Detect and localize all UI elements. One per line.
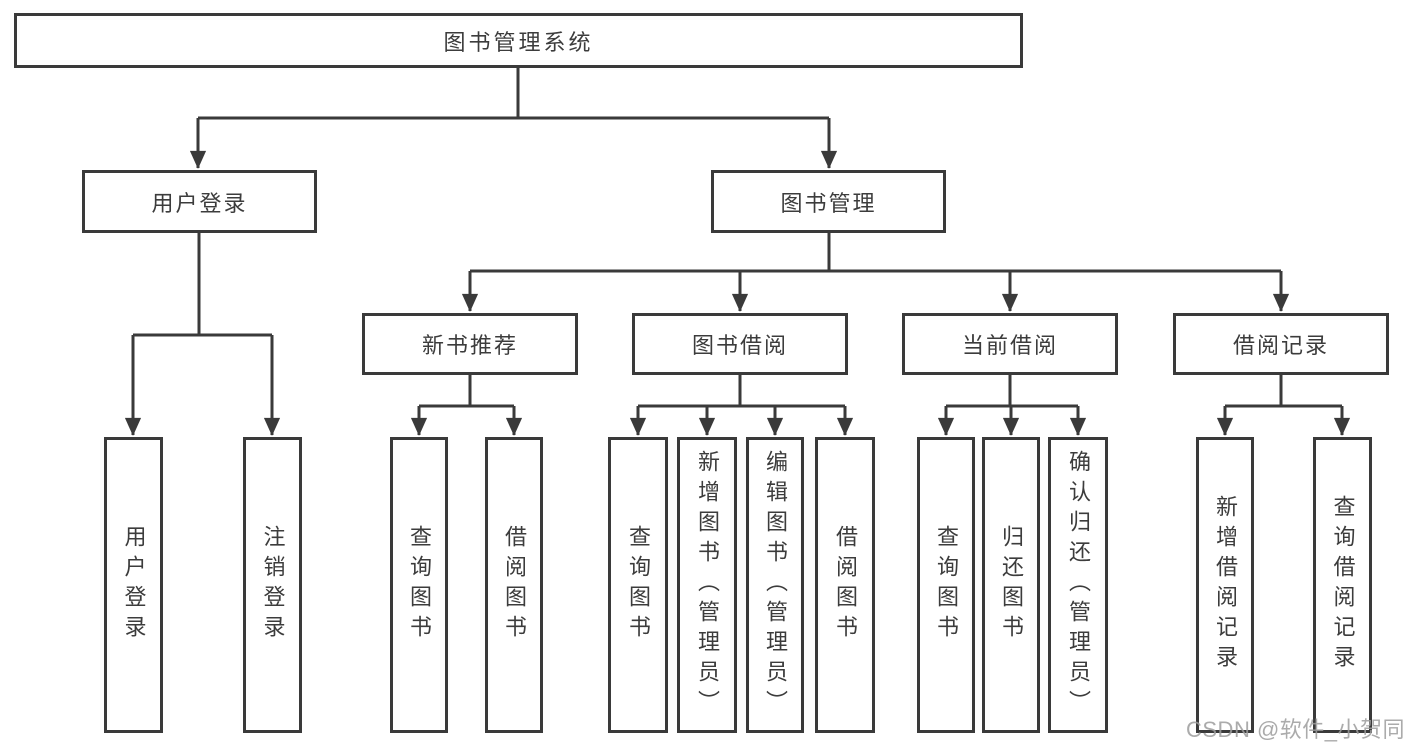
node-system-root: 图书管理系统 — [14, 13, 1023, 68]
node-query-borrow-record: 查询借阅记录 — [1313, 437, 1372, 733]
node-current-borrow: 当前借阅 — [902, 313, 1118, 375]
node-return-book: 归还图书 — [982, 437, 1040, 733]
csdn-watermark: CSDN @软件_小贺同学 — [1186, 717, 1405, 742]
node-add-borrow-record: 新增借阅记录 — [1196, 437, 1254, 733]
node-add-book-admin: 新增图书（管理员） — [677, 437, 737, 733]
node-book-borrow: 图书借阅 — [632, 313, 848, 375]
node-user-login: 用户登录 — [82, 170, 317, 233]
node-new-book-recommend: 新书推荐 — [362, 313, 578, 375]
node-query-book-borrow: 查询图书 — [608, 437, 668, 733]
node-query-book-current: 查询图书 — [917, 437, 975, 733]
node-book-management: 图书管理 — [711, 170, 946, 233]
node-borrow-book-recommend: 借阅图书 — [485, 437, 543, 733]
node-borrow-book: 借阅图书 — [815, 437, 875, 733]
node-borrow-records: 借阅记录 — [1173, 313, 1389, 375]
node-logout: 注销登录 — [243, 437, 302, 733]
node-login: 用户登录 — [104, 437, 163, 733]
node-confirm-return-admin: 确认归还（管理员） — [1048, 437, 1108, 733]
node-edit-book-admin: 编辑图书（管理员） — [746, 437, 804, 733]
node-query-book-recommend: 查询图书 — [390, 437, 448, 733]
